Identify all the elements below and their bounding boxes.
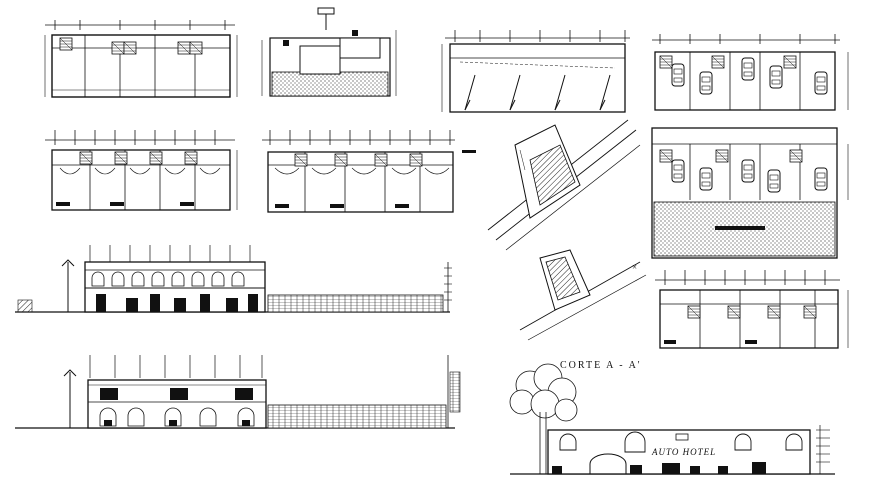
plan-top-left [44, 20, 238, 98]
section-a-a: CORTE A - A' AUTO HOTEL [509, 360, 835, 475]
plan-mid-left [45, 130, 238, 211]
site-plan-top [487, 119, 641, 251]
plan-parking-slanted [441, 30, 630, 113]
plan-parking-hatched [651, 127, 849, 259]
plan-mid-center [262, 130, 476, 213]
tree-icon [509, 363, 578, 474]
section-detail [261, 7, 397, 97]
facade-sign: AUTO HOTEL [651, 447, 716, 457]
svg-text:×: × [632, 262, 637, 272]
plan-parking-cars-top [652, 34, 849, 111]
elevation-front [15, 245, 452, 313]
plan-bottom-right [655, 270, 849, 349]
site-plan-bottom: × [519, 249, 647, 341]
elevation-side [15, 355, 461, 429]
section-title: CORTE A - A' [560, 360, 642, 371]
